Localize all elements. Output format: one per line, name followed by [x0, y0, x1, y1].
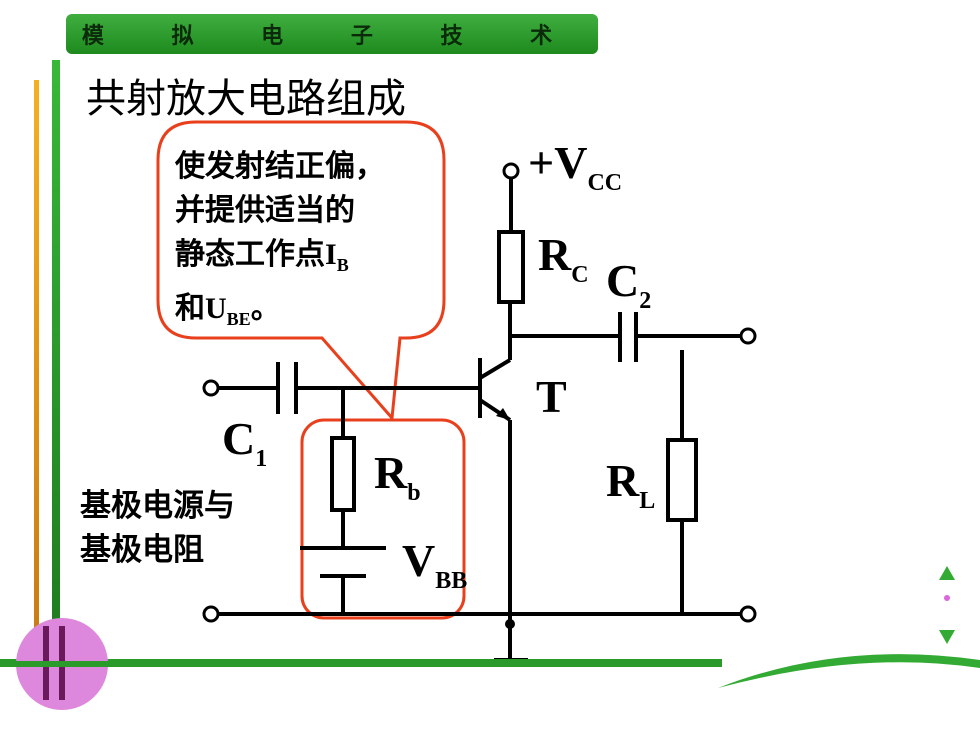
callout-text: 使发射结正偏， 并提供适当的 静态工作点IB 和UBE。	[175, 145, 440, 341]
ground-left-terminal	[202, 605, 220, 623]
rl-label: RL	[606, 455, 656, 514]
bias-note-line-1: 基极电源与	[80, 488, 235, 524]
vbb-label: VBB	[402, 535, 468, 594]
callout-line-3: 静态工作点IB	[175, 237, 349, 275]
header-title: 模 拟 电 子 技 术	[81, 24, 583, 49]
slide-title: 共射放大电路组成	[86, 76, 406, 122]
callout-line-4: 和UBE。	[175, 291, 281, 329]
rb-label: Rb	[374, 447, 421, 506]
vcc-label: +VCC	[528, 137, 623, 196]
callout-line-1: 使发射结正偏，	[175, 149, 385, 184]
ground-right-terminal	[739, 605, 757, 623]
input-terminal	[202, 379, 220, 397]
ground-node-dot	[505, 619, 515, 629]
decor-swoosh	[718, 654, 980, 688]
callout-line-2: 并提供适当的	[175, 193, 355, 228]
bias-note: 基极电源与 基极电阻	[80, 484, 235, 572]
bias-note-line-2: 基极电阻	[80, 532, 204, 568]
decor-horizontal-bar	[0, 659, 722, 667]
rb-resistor	[330, 436, 356, 512]
callout-bubble	[156, 120, 446, 422]
emitter-arrow	[496, 408, 510, 420]
transistor-label: T	[536, 371, 567, 422]
rl-resistor	[666, 438, 698, 522]
bias-highlight-box	[300, 418, 466, 620]
up-down-navigation-icon	[939, 566, 955, 644]
transistor-collector	[478, 358, 512, 380]
output-terminal	[739, 327, 757, 345]
decor-green-bar	[52, 60, 60, 650]
vcc-terminal	[502, 162, 520, 180]
rc-resistor	[497, 230, 525, 304]
c1-label: C1	[222, 413, 268, 472]
c2-label: C2	[606, 255, 652, 314]
header-bar: 模 拟 电 子 技 术	[66, 14, 598, 54]
decor-orange-bar	[34, 80, 39, 650]
rc-label: RC	[538, 229, 589, 288]
